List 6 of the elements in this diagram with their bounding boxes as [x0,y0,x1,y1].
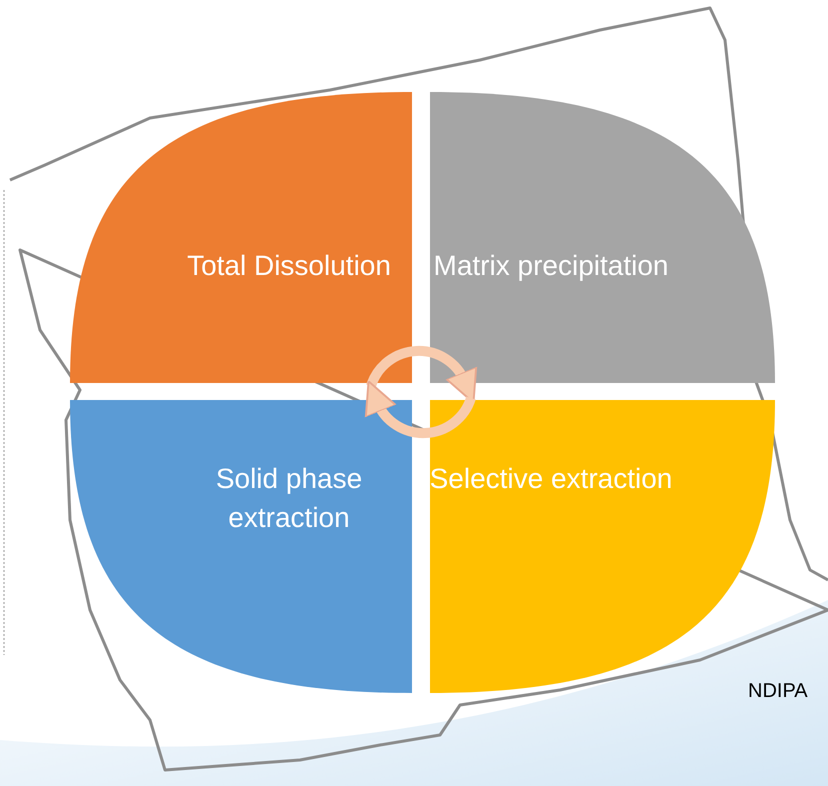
note-text: NDIPA [748,680,808,703]
cycle-arrow [366,380,476,438]
quadrant-label: Selective extraction [428,462,674,496]
quadrant-label: Matrix precipitation [432,249,670,283]
quadrant-label: Total Dissolution [186,249,392,283]
quadrant-label: Solid phase extraction [214,462,364,535]
